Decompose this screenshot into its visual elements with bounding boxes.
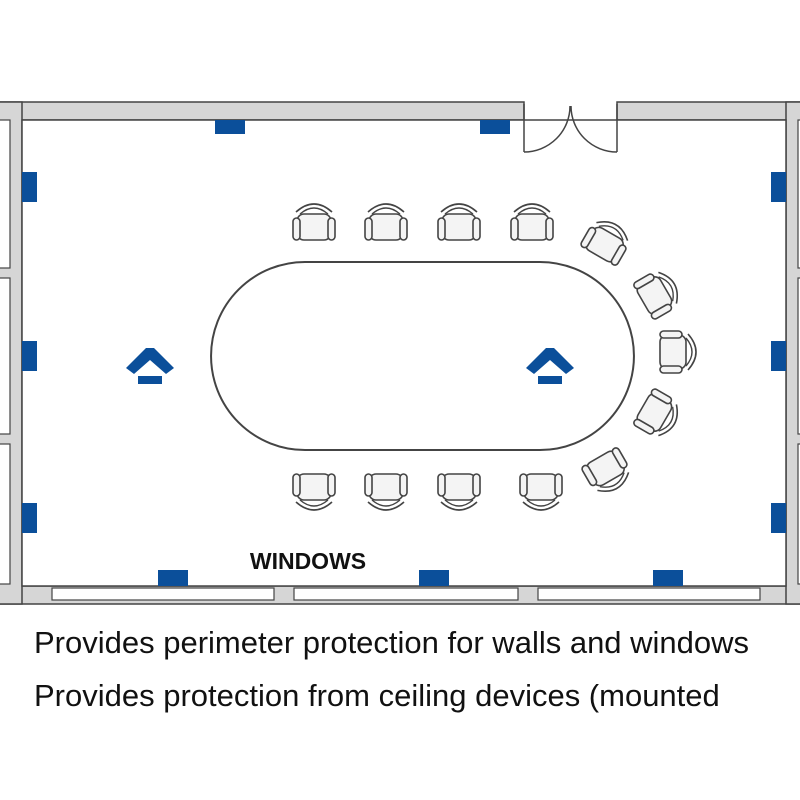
perimeter-sensor-icon (771, 172, 786, 202)
perimeter-sensor-icon (419, 570, 449, 586)
perimeter-sensor-icon (771, 503, 786, 533)
window-pane-3 (537, 587, 761, 601)
perimeter-sensor-icon (480, 120, 510, 134)
window-pane-1 (51, 587, 275, 601)
perimeter-sensors (22, 120, 786, 586)
windows-label: WINDOWS (250, 548, 366, 574)
conference-table (210, 261, 635, 451)
legend-perimeter-text: Provides perimeter protection for walls … (34, 625, 750, 660)
perimeter-sensor-icon (653, 570, 683, 586)
perimeter-sensor-icon (158, 570, 188, 586)
right-wall-panel-bottom (797, 443, 800, 585)
top-wall-right (616, 101, 800, 121)
perimeter-sensor-icon (215, 120, 245, 134)
right-wall-panel-middle (797, 277, 800, 435)
perimeter-sensor-icon (22, 172, 37, 202)
perimeter-sensor-icon (771, 341, 786, 371)
perimeter-sensor-icon (22, 341, 37, 371)
window-pane-2 (293, 587, 519, 601)
legend-ceiling-text: Provides protection from ceiling devices… (34, 678, 720, 713)
left-wall-panel-top (0, 119, 11, 269)
right-wall-panel-top (797, 119, 800, 269)
door (523, 104, 618, 153)
left-wall-panel-bottom (0, 443, 11, 585)
perimeter-sensor-icon (22, 503, 37, 533)
windows (51, 587, 761, 601)
top-wall-left (0, 101, 525, 121)
left-wall-panel-middle (0, 277, 11, 435)
